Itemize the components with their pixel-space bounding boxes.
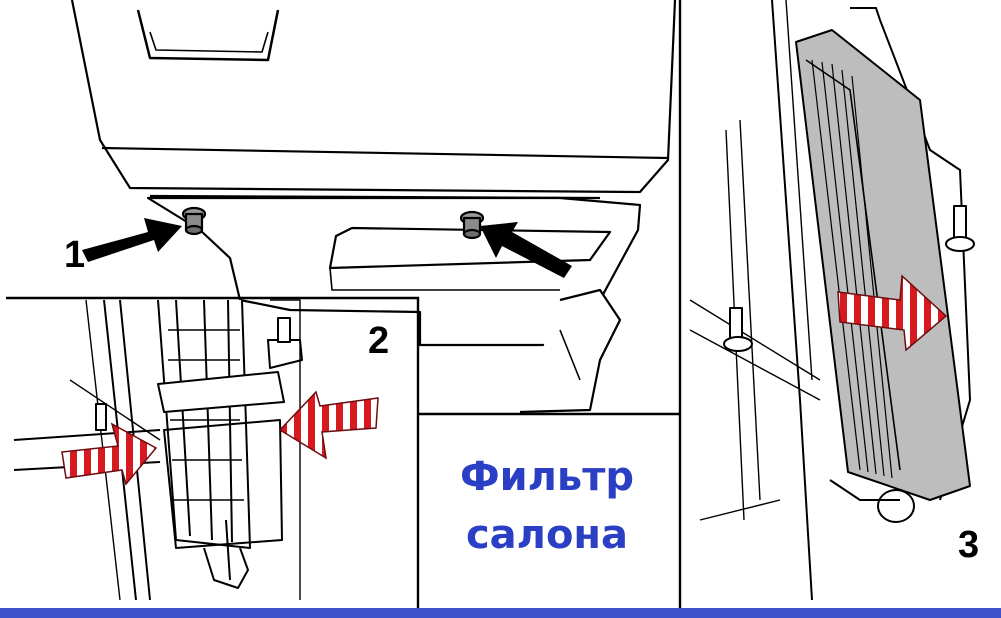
- right-press-arrow: [278, 390, 379, 460]
- panel-2-press-arrows: [61, 390, 379, 486]
- left-pin-arrow: [82, 218, 182, 262]
- step-number-3: 3: [958, 524, 980, 566]
- caption: Фильтр салона: [432, 448, 662, 564]
- caption-line-1: Фильтр: [459, 454, 635, 500]
- bottom-accent-bar: [0, 608, 1001, 618]
- step-number-1: 1: [64, 234, 86, 276]
- panel-3-pull-arrow: [837, 274, 948, 352]
- panel-2-latch-detail: [13, 299, 303, 601]
- panel-1-pointer-arrows: [82, 218, 572, 278]
- panel-3-filter-removal: [689, 0, 975, 601]
- pull-out-arrow: [837, 274, 948, 352]
- left-press-arrow: [61, 422, 158, 486]
- step-number-2: 2: [368, 320, 390, 362]
- caption-line-2: салона: [465, 512, 629, 558]
- panel-1-glovebox: [70, 0, 677, 414]
- panel-borders: [6, 0, 682, 608]
- right-pin-arrow: [480, 222, 572, 278]
